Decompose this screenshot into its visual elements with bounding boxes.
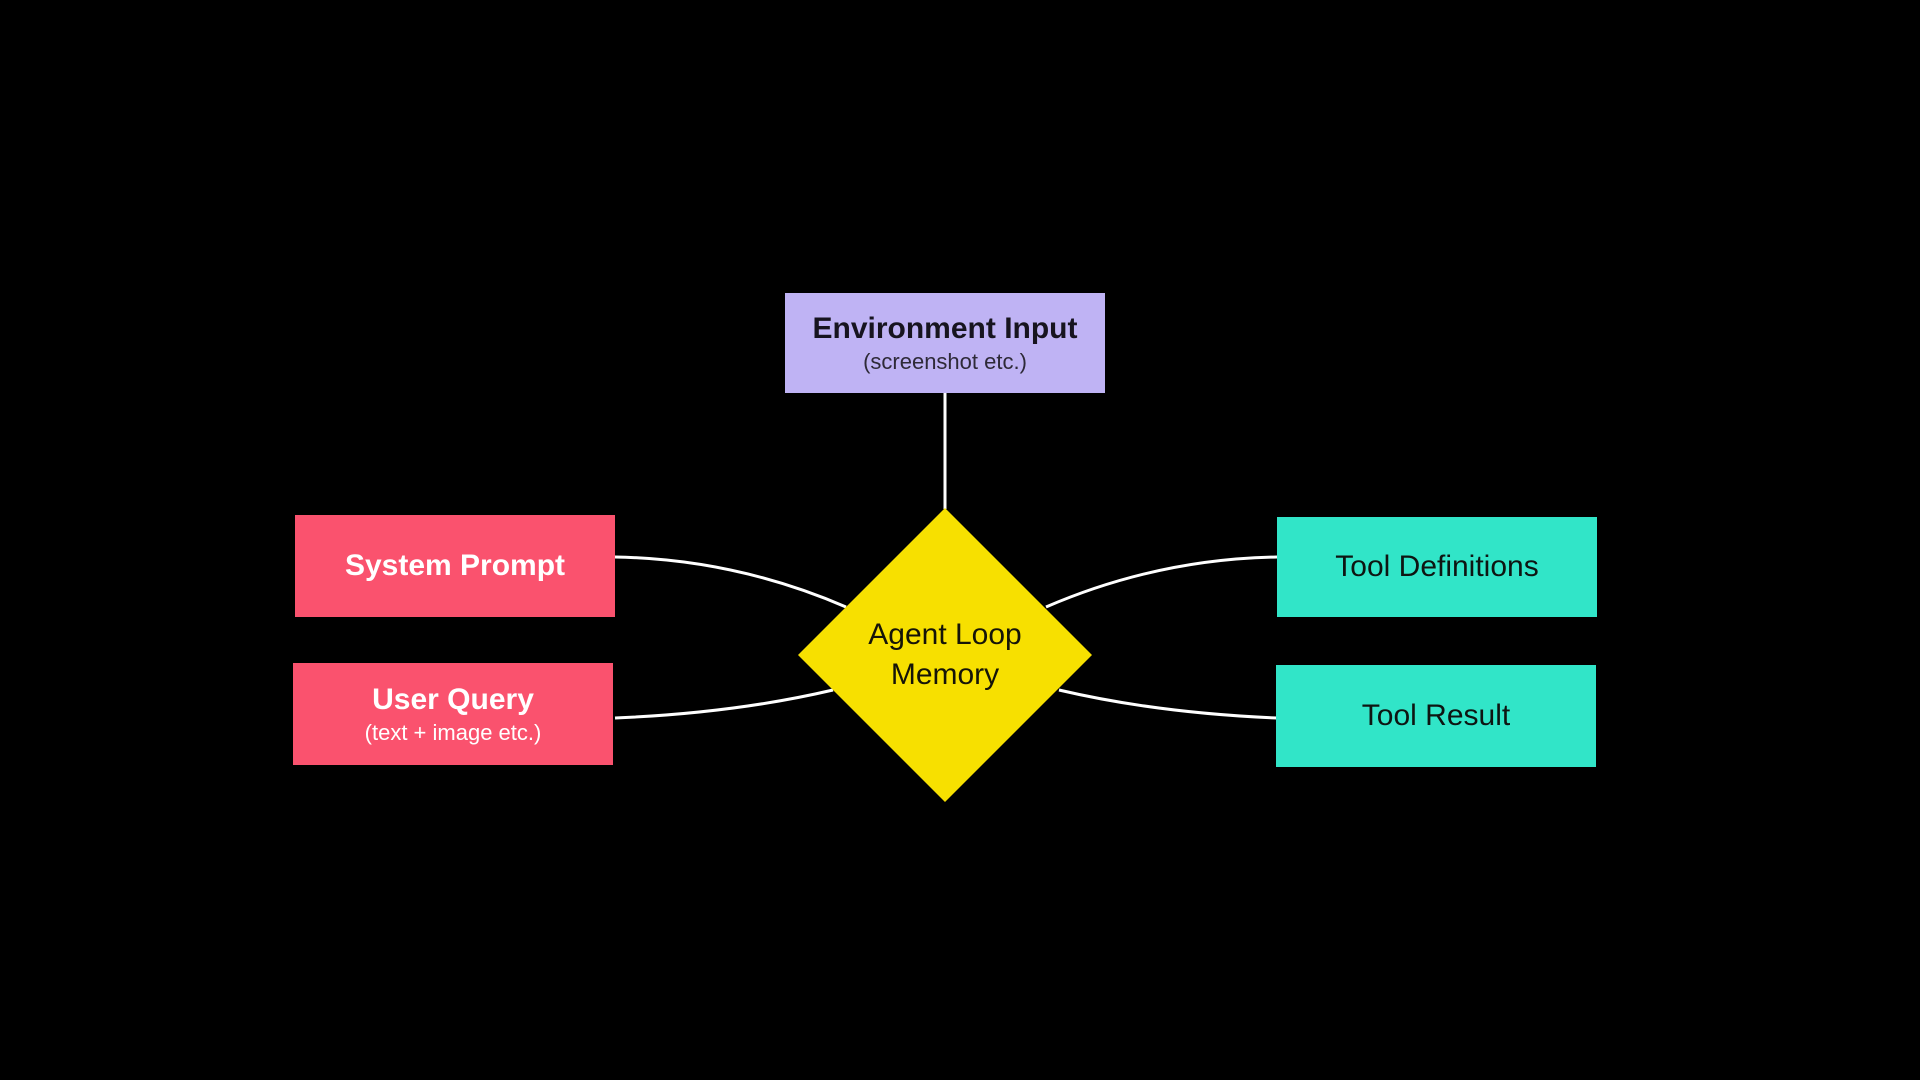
node-system-prompt: System Prompt xyxy=(295,515,615,617)
system-prompt-title: System Prompt xyxy=(344,549,566,582)
agent-loop-title-line-1: Agent Loop xyxy=(868,618,1022,651)
node-user-query: User Query (text + image etc.) xyxy=(293,663,613,765)
user-query-title: User Query xyxy=(372,683,534,716)
agent-loop-title-line-2: Memory xyxy=(890,658,1000,691)
edge-agent-loop-to-tool-result xyxy=(1058,688,1278,720)
tool-definitions-title: Tool Definitions xyxy=(1335,550,1539,583)
environment-input-subtitle: (screenshot etc.) xyxy=(863,349,1027,374)
edge-agent-loop-to-tool-definitions xyxy=(1045,555,1278,609)
user-query-subtitle: (text + image etc.) xyxy=(364,720,542,745)
node-tool-result: Tool Result xyxy=(1276,665,1596,767)
environment-input-title: Environment Input xyxy=(812,312,1078,345)
node-agent-loop-memory: Agent Loop Memory xyxy=(798,508,1092,802)
edge-user-query-to-agent-loop xyxy=(614,688,834,720)
tool-result-title: Tool Result xyxy=(1361,699,1511,732)
node-environment-input: Environment Input (screenshot etc.) xyxy=(785,293,1105,393)
node-tool-definitions: Tool Definitions xyxy=(1277,517,1597,617)
agent-loop-diamond-shape xyxy=(798,508,1092,802)
edge-system-prompt-to-agent-loop xyxy=(614,555,847,609)
